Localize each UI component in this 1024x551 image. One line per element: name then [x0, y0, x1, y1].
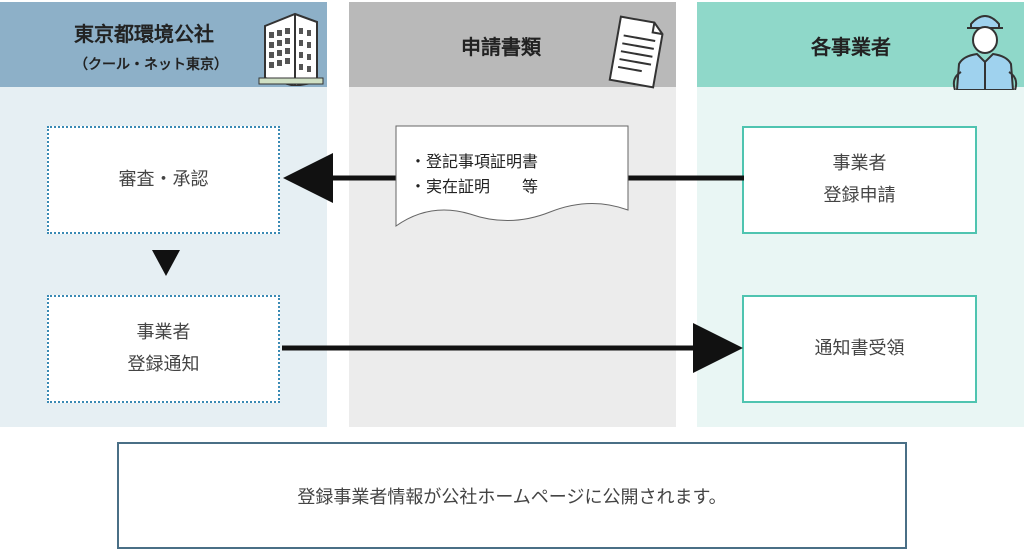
organization-title: 東京都環境公社: [74, 22, 214, 46]
document-item-1: ・登記事項証明書: [410, 152, 539, 171]
publication-notice-text: 登録事業者情報が公社ホームページに公開されます。: [297, 486, 727, 508]
documents-header: 申請書類: [349, 2, 676, 89]
review-approval-label: 審査・承認: [118, 168, 209, 190]
notice-received-box: 通知書受領: [742, 295, 977, 403]
registration-application-line2: 登録申請: [823, 185, 896, 206]
document-icon: [608, 15, 664, 89]
office-building-icon: [258, 12, 324, 86]
businesses-column: 各事業者 事業者 登録申請 通知書受領: [697, 2, 1024, 427]
review-approval-box: 審査・承認: [47, 126, 280, 234]
organization-header: 東京都環境公社 （クール・ネット東京）: [0, 2, 327, 87]
documents-title: 申請書類: [461, 35, 541, 59]
registration-notice-line1: 事業者: [136, 321, 191, 343]
businesses-header: 各事業者: [697, 2, 1024, 90]
organization-subtitle: （クール・ネット東京）: [74, 57, 228, 73]
registration-notice-box: 事業者 登録通知: [47, 295, 280, 403]
worker-icon: [952, 15, 1018, 90]
registration-notice-line2: 登録通知: [127, 354, 200, 375]
document-paper: [395, 125, 629, 227]
registration-application-line1: 事業者: [832, 152, 887, 174]
publication-notice: 登録事業者情報が公社ホームページに公開されます。: [117, 442, 907, 549]
notice-received-label: 通知書受領: [814, 337, 905, 359]
flow-arrow-down: [152, 250, 180, 276]
registration-application-box: 事業者 登録申請: [742, 126, 977, 234]
businesses-title: 各事業者: [811, 35, 891, 59]
organization-column: 東京都環境公社 （クール・ネット東京） 審査・承認 事業者 登録通知: [0, 2, 327, 427]
document-item-2: ・実在証明 等: [410, 177, 539, 196]
